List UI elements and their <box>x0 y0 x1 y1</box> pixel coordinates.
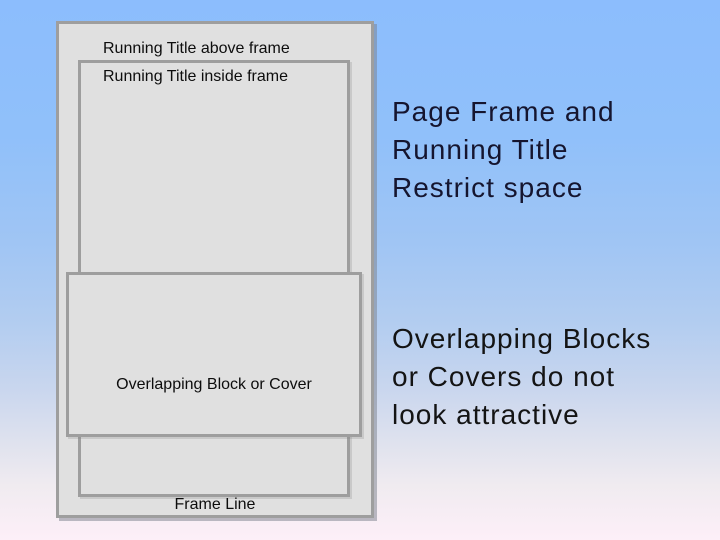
running-title-inside-label: Running Title inside frame <box>103 68 288 85</box>
overlapping-block-label: Overlapping Block or Cover <box>116 376 312 393</box>
heading-overlapping-blocks: Overlapping Blocks or Covers do not look… <box>392 323 652 430</box>
frame-line-label: Frame Line <box>174 496 256 513</box>
heading-page-frame-restrict-space: Page Frame and Running Title Restrict sp… <box>392 96 615 203</box>
overlapping-block: Overlapping Block or Cover <box>66 272 362 437</box>
running-title-above-label: Running Title above frame <box>103 40 290 57</box>
